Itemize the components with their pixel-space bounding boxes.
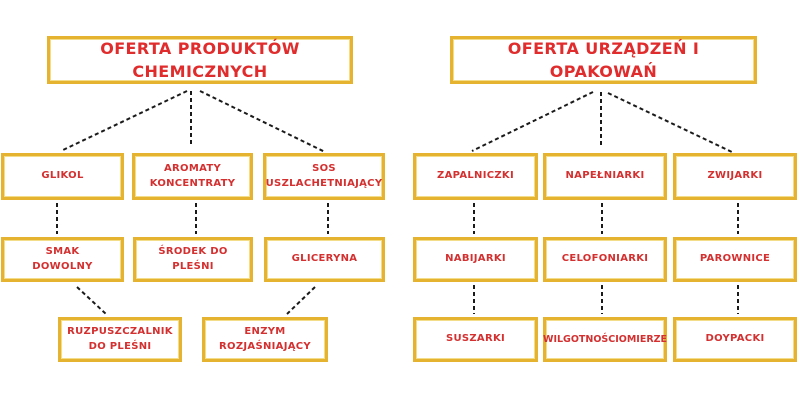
right-tree-title: OFERTA URZĄDZEŃ I OPAKOWAŃ bbox=[450, 36, 757, 84]
node-srodek-do-plesni: ŚRODEK DO PLEŚNI bbox=[133, 237, 253, 282]
node-sos-uszlachetniajacy: SOS USZLACHETNIAJĄCY bbox=[263, 153, 385, 200]
node-zwijarki: ZWIJARKI bbox=[673, 153, 797, 200]
node-nabijarki: NABIJARKI bbox=[413, 237, 538, 282]
connector bbox=[199, 90, 326, 153]
node-smak-dowolny: SMAK DOWOLNY bbox=[1, 237, 124, 282]
node-ruzpuszczalnik-do-plesni: RUZPUSZCZALNIK DO PLEŚNI bbox=[58, 317, 182, 362]
node-zapalniczki: ZAPALNICZKI bbox=[413, 153, 538, 200]
connector bbox=[471, 91, 594, 152]
node-celofoniarki: CELOFONIARKI bbox=[543, 237, 667, 282]
node-aromaty-koncentraty: AROMATY KONCENTRATY bbox=[132, 153, 253, 200]
node-wilgotnosciomierze: WILGOTNOŚCIOMIERZE bbox=[543, 317, 667, 362]
left-tree-title: OFERTA PRODUKTÓW CHEMICZNYCH bbox=[47, 36, 353, 84]
node-napelniarki: NAPEŁNIARKI bbox=[543, 153, 667, 200]
connector bbox=[607, 92, 735, 154]
connector bbox=[62, 90, 188, 151]
node-suszarki: SUSZARKI bbox=[413, 317, 538, 362]
node-glikol: GLIKOL bbox=[1, 153, 124, 200]
node-doypacki: DOYPACKI bbox=[673, 317, 797, 362]
node-enzym-rozjasniajacy: ENZYM ROZJAŚNIAJĄCY bbox=[202, 317, 328, 362]
node-parownice: PAROWNICE bbox=[673, 237, 797, 282]
connector bbox=[76, 286, 107, 315]
connector bbox=[286, 286, 316, 315]
node-gliceryna: GLICERYNA bbox=[264, 237, 385, 282]
